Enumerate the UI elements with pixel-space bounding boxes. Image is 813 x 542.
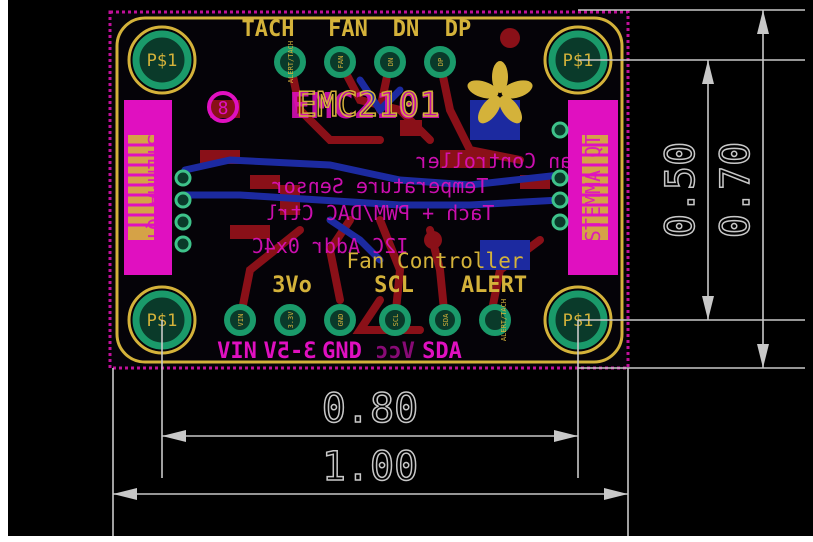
mirrored-line-2: Tach + PWM/DAC Ctrl: [266, 201, 495, 225]
top-pin-small-labels: ALERT/TACH FAN DN DP: [287, 41, 445, 83]
top-header-pads: [274, 46, 456, 78]
top-pin-label-tach: TACH: [242, 17, 295, 42]
bottom-pin-small-1: VIN: [237, 314, 245, 327]
chip-name: EMC2101: [289, 86, 441, 127]
mirrored-side-right: STEMMA QT: [581, 134, 605, 242]
mirrored-line-1: Temperature Sensor: [272, 174, 489, 198]
dimension-arrows: [113, 10, 769, 500]
top-pin-label-dn: DN: [393, 17, 420, 42]
top-pin-label-fan: FAN: [328, 17, 368, 42]
bottom-pin-small-labels: VIN 3.3V GND SCL SDA ALERT/TACH: [237, 299, 508, 341]
mid-pin-label-alert: ALERT: [461, 273, 527, 298]
mirrored-bottom-2: Vcc: [375, 339, 415, 364]
silk-outline: [115, 16, 624, 364]
adafruit-logo: [467, 61, 533, 124]
dim-width-outer: 1.00: [322, 444, 418, 490]
dim-height-inner: 0.50: [658, 142, 704, 238]
blue-traces: [181, 76, 564, 264]
bottom-pin-small-2: 3.3V: [287, 311, 295, 329]
qwiic-via-pads: [174, 121, 569, 253]
mounting-hole-tl: [127, 25, 197, 95]
top-pin-small-4: DP: [437, 58, 445, 66]
chip-name-silk: EMC2101: [296, 85, 439, 125]
mirrored-text-block: Fan Controller Temperature Sensor Tach +…: [143, 134, 605, 258]
bottom-pin-label-vin: VIN: [217, 339, 257, 364]
mirrored-bottom-1: 3-5V: [264, 339, 317, 364]
qwiic-left: [124, 100, 172, 275]
dimension-labels: 0.80 1.00 0.50 0.70: [321, 141, 760, 491]
dim-width-inner: 0.80: [322, 386, 418, 432]
bottom-pin-label-sda: SDA: [422, 339, 462, 364]
top-pin-small-1: ALERT/TACH: [287, 41, 295, 83]
mirrored-line-3: I2C Addr 0x4C: [252, 234, 409, 258]
dimension-lines: [112, 9, 805, 536]
mid-pin-labels: 3Vo SCL ALERT: [272, 273, 527, 298]
bottom-pin-small-3: GND: [337, 314, 345, 327]
mid-pin-label-scl: SCL: [374, 273, 414, 298]
mirrored-title: Fan Controller: [416, 149, 585, 173]
on-label: on: [135, 98, 154, 117]
top-pin-small-2: FAN: [337, 56, 345, 69]
mounting-hole-label-tr: P$1: [563, 51, 594, 71]
top-pin-label-dp: DP: [445, 17, 472, 42]
subtitle: Fan Controller: [346, 249, 523, 273]
bottom-header-pads: [224, 304, 511, 336]
led-label: 8: [218, 98, 229, 119]
mid-pin-label-3vo: 3Vo: [272, 273, 312, 298]
dim-height-outer: 0.70: [713, 142, 759, 238]
top-pin-labels: TACH FAN DN DP: [242, 17, 472, 42]
bottom-pin-labels: VIN GND SDA 3-5V Vcc: [217, 339, 462, 364]
mirrored-side-left: STEMMA QT: [143, 134, 167, 242]
board-outline: [108, 10, 630, 370]
led-ring: [207, 91, 239, 123]
bottom-pin-label-gnd: GND: [322, 339, 362, 364]
bottom-pin-small-6: ALERT/TACH: [500, 299, 508, 341]
qwiic-right: [568, 100, 618, 275]
mounting-hole-label-tl: P$1: [147, 51, 178, 71]
top-pin-small-3: DN: [387, 58, 395, 66]
bottom-pin-small-4: SCL: [392, 314, 400, 327]
bottom-pin-small-5: SDA: [442, 313, 450, 326]
